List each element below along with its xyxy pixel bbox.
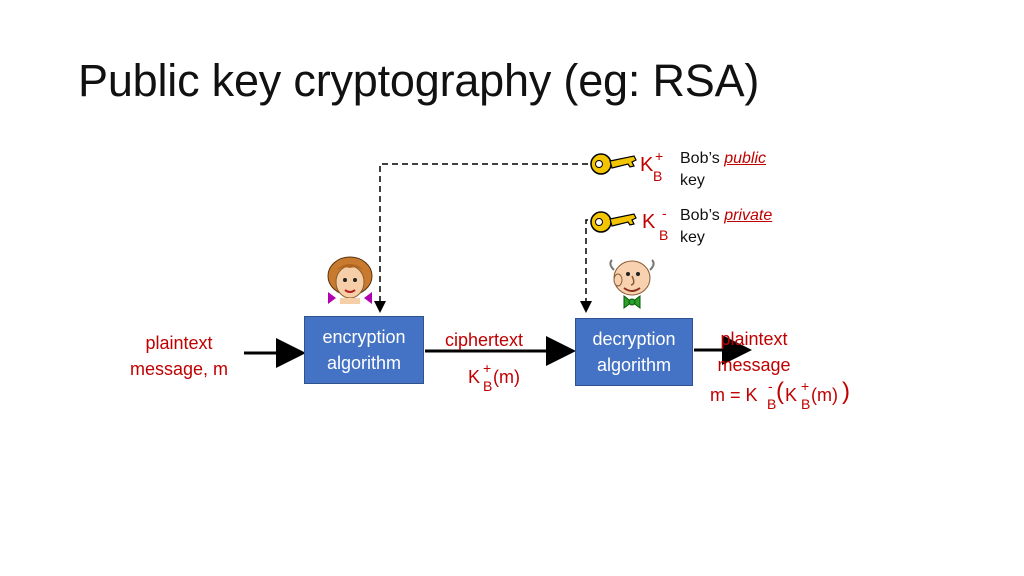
decryption-line2: algorithm	[596, 355, 672, 375]
encryption-line1: encryption	[322, 327, 406, 347]
decryption-line1: decryption	[592, 329, 676, 349]
plaintext-output-label: plaintext message	[704, 326, 804, 378]
formula-sup1: -	[768, 378, 773, 394]
public-key-subscript: B	[653, 168, 663, 184]
private-key-icon	[590, 211, 637, 233]
public-key-k: K	[640, 154, 654, 176]
public-key-superscript: +	[655, 148, 664, 164]
decryption-algorithm-box: decryption algorithm	[575, 318, 693, 386]
encryption-algorithm-box: encryption algorithm	[304, 316, 424, 384]
plaintext-input-label: plaintext message, m	[112, 330, 246, 382]
ciphertext-k: K	[468, 367, 481, 387]
private-key-symbol: K - B	[642, 205, 672, 245]
private-key-description: Bob’s private key	[680, 205, 772, 249]
public-key-description: Bob’s public key	[680, 148, 766, 192]
private-key-desc-emphasis: private	[724, 207, 773, 224]
formula-sub1: B	[767, 396, 777, 412]
formula-arg: (m)	[811, 385, 838, 405]
formula-k2: K	[785, 385, 798, 405]
ciphertext-formula: K + B (m)	[468, 360, 538, 396]
ciphertext-sup: +	[483, 360, 492, 376]
plaintext-output-line1: plaintext	[720, 329, 788, 349]
private-key-k: K	[642, 211, 656, 233]
ciphertext-arg: (m)	[493, 367, 520, 387]
formula-sub2: B	[801, 396, 811, 412]
formula-open-paren: (	[776, 378, 784, 405]
decryption-formula: m = K - B ( K + B (m) )	[710, 378, 860, 418]
public-key-desc-suffix: key	[680, 172, 705, 189]
page-title: Public key cryptography (eg: RSA)	[78, 55, 760, 106]
ciphertext-label: ciphertext	[445, 330, 524, 350]
public-key-dashed-connector	[374, 163, 588, 313]
bob-avatar	[609, 259, 655, 309]
ciphertext-sub: B	[483, 378, 493, 394]
public-key-desc-emphasis: public	[724, 150, 766, 167]
formula-close-paren: )	[842, 378, 850, 405]
public-key-icon	[590, 153, 637, 175]
private-key-dashed-connector	[580, 219, 592, 313]
private-key-desc-suffix: key	[680, 229, 705, 246]
private-key-subscript: B	[659, 227, 669, 243]
public-key-symbol: K + B	[640, 148, 670, 188]
public-key-desc-prefix: Bob’s	[680, 150, 725, 167]
alice-avatar	[327, 256, 373, 304]
formula-sup2: +	[801, 378, 810, 394]
encryption-line2: algorithm	[326, 353, 402, 373]
plaintext-output-line2: message	[717, 355, 791, 375]
private-key-desc-prefix: Bob’s	[680, 207, 725, 224]
plaintext-input-line1: plaintext	[145, 333, 213, 353]
plaintext-input-line2: message, m	[129, 359, 229, 379]
private-key-superscript: -	[662, 205, 667, 221]
formula-eq: m = K	[710, 385, 758, 405]
